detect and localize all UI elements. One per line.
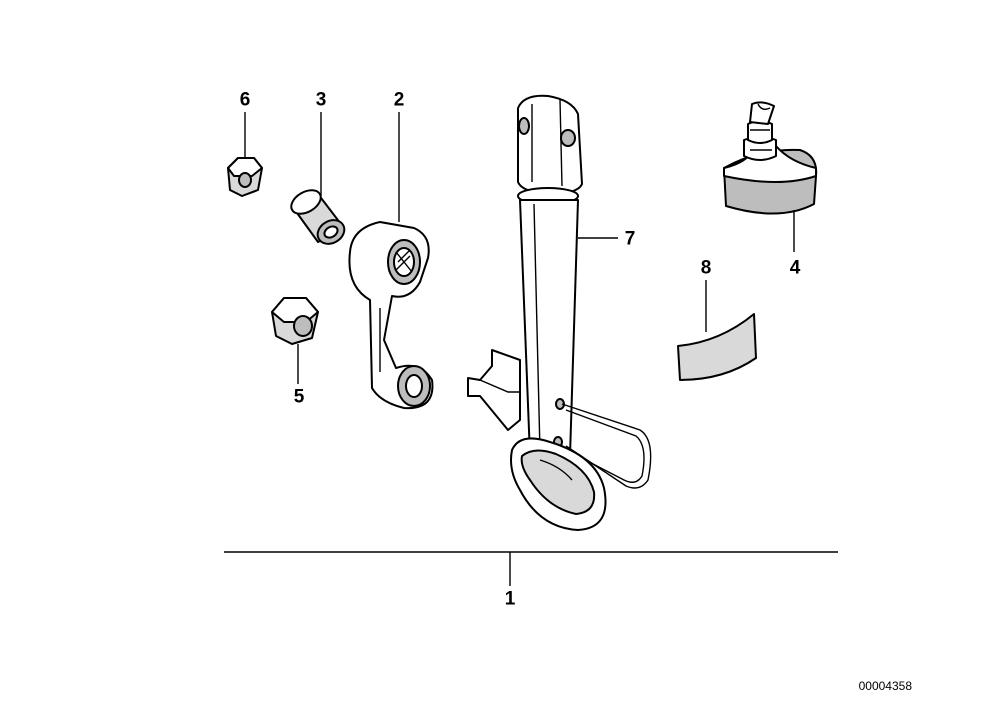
part-3-bushing <box>290 189 346 245</box>
callout-8: 8 <box>700 257 712 279</box>
leader-lines <box>224 112 838 586</box>
callout-1: 1 <box>504 588 516 610</box>
part-2-lever <box>348 221 434 410</box>
callout-2: 2 <box>393 89 405 111</box>
part-5-hex-nut <box>271 297 319 345</box>
callout-6: 6 <box>239 89 251 111</box>
part-6-hex-nut <box>227 157 263 197</box>
figure-id: 00004358 <box>858 679 912 693</box>
callout-4: 4 <box>789 257 801 279</box>
callout-7: 7 <box>624 228 636 250</box>
callout-5: 5 <box>293 386 305 408</box>
callout-3: 3 <box>315 89 327 111</box>
part-7-side-stand <box>467 94 652 531</box>
part-8-sticker <box>677 313 757 381</box>
part-4-rubber-buffer <box>723 101 818 215</box>
